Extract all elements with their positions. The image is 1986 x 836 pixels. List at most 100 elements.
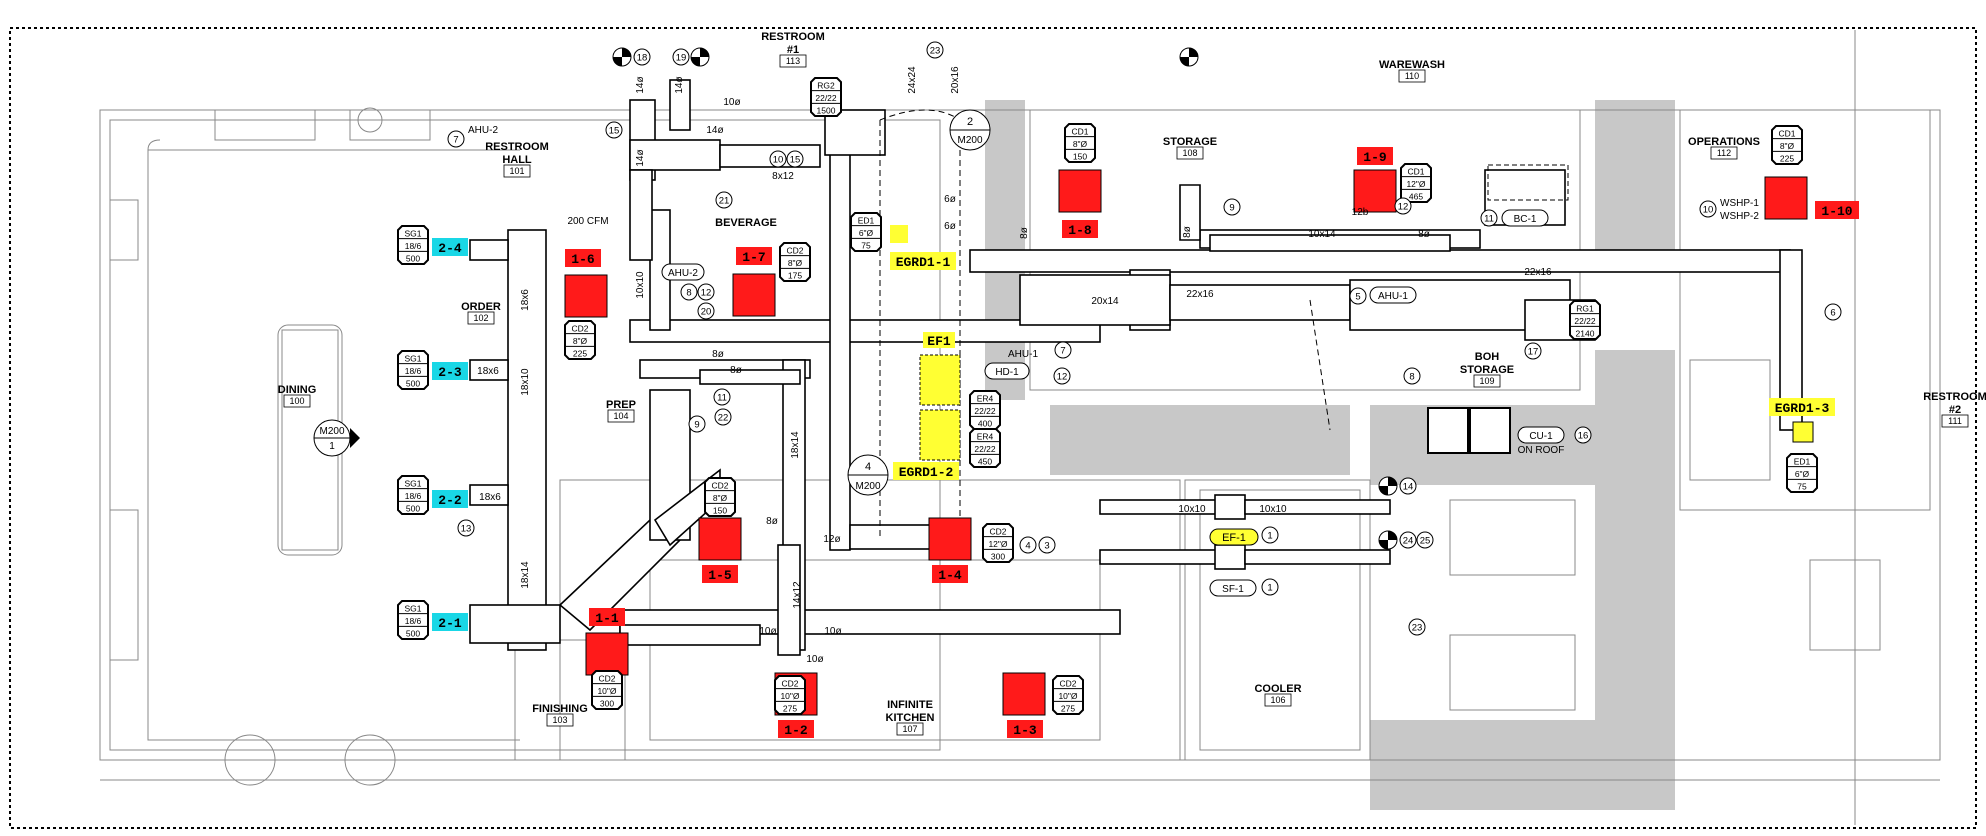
svg-text:102: 102 (473, 313, 488, 323)
svg-text:500: 500 (406, 629, 420, 639)
duct-size-d8c: 8ø (712, 349, 724, 360)
svg-text:M200: M200 (319, 426, 344, 437)
target-symbol (1378, 530, 1398, 550)
svg-text:4: 4 (1025, 541, 1030, 552)
svg-text:HALL: HALL (502, 154, 532, 166)
duct-size-d8e: 8ø (766, 516, 778, 527)
svg-text:110: 110 (1405, 71, 1419, 81)
keynote-circle: 15 (786, 150, 804, 168)
svg-text:FINISHING: FINISHING (532, 703, 588, 715)
duct-size-d10c: 10ø (824, 626, 841, 637)
zone-tag: 1-8 (1068, 223, 1092, 238)
sf-1-label: SF-1 (1222, 584, 1244, 595)
svg-text:465: 465 (1409, 192, 1423, 202)
egrd1-2-tag: EGRD1-2 (899, 465, 954, 480)
duct-size-d8x12: 8x12 (772, 171, 794, 182)
svg-text:ER4: ER4 (977, 393, 994, 403)
ef1-tag: EF1 (927, 334, 951, 349)
egrd1-1-tag: EGRD1-1 (896, 255, 951, 270)
zone-tag: 1-7 (742, 250, 765, 265)
svg-text:175: 175 (788, 271, 802, 281)
duct-size-d18x6b: 18x6 (477, 366, 499, 377)
svg-text:CD2: CD2 (598, 673, 615, 683)
duct-size-d10x10a: 10x10 (635, 271, 646, 299)
target-symbol (1378, 476, 1398, 496)
svg-text:275: 275 (1061, 704, 1075, 714)
svg-text:4: 4 (865, 461, 871, 473)
zone-tag: 1-2 (784, 723, 808, 738)
svg-text:10"Ø: 10"Ø (1058, 691, 1077, 701)
duct-size-d22x16a: 22x16 (1524, 267, 1552, 278)
svg-text:3: 3 (1044, 541, 1049, 552)
svg-text:150: 150 (1073, 152, 1087, 162)
svg-text:SG1: SG1 (404, 603, 421, 613)
svg-text:300: 300 (991, 552, 1005, 562)
zone-tag-2-1: 2-1 (432, 613, 468, 631)
keynote-circle: 8 (1403, 367, 1421, 385)
svg-text:8"Ø: 8"Ø (1073, 139, 1088, 149)
vav-box-1-6: 1-6 (564, 249, 608, 318)
svg-text:18/6: 18/6 (405, 491, 422, 501)
duct-size-d14d: 14ø (635, 149, 646, 166)
keynote-circle: 16 (1574, 426, 1592, 444)
wshp-2-label: WSHP-2 (1720, 211, 1759, 222)
svg-text:8"Ø: 8"Ø (573, 336, 588, 346)
svg-text:150: 150 (713, 506, 727, 516)
svg-text:75: 75 (1797, 482, 1807, 492)
svg-text:6: 6 (1830, 308, 1835, 319)
vav-box-1-4: 1-4 (928, 517, 972, 583)
zone-tag: 1-5 (708, 568, 732, 583)
vav-box-1-7: 1-7 (732, 247, 776, 317)
duct-size-d8f: 8ø (1019, 227, 1030, 239)
svg-text:BOH: BOH (1475, 351, 1500, 363)
keynote-circle: 8 (680, 283, 698, 301)
svg-text:500: 500 (406, 504, 420, 514)
duct-size-d14b: 14ø (674, 76, 685, 93)
svg-text:75: 75 (861, 241, 871, 251)
svg-text:CD1: CD1 (1778, 128, 1795, 138)
keynote-circle: 11 (1480, 209, 1498, 227)
svg-text:RESTROOM: RESTROOM (761, 31, 825, 43)
svg-text:22/22: 22/22 (974, 444, 996, 454)
duct-size-d10x10b: 10x10 (1178, 504, 1206, 515)
svg-text:275: 275 (783, 704, 797, 714)
duct-size-d22x16b: 22x16 (1186, 289, 1214, 300)
svg-text:450: 450 (978, 457, 992, 467)
svg-text:CD1: CD1 (1071, 126, 1088, 136)
svg-text:12: 12 (701, 288, 712, 299)
svg-text:INFINITE: INFINITE (887, 699, 933, 711)
svg-text:106: 106 (1270, 695, 1285, 705)
svg-text:100: 100 (289, 396, 304, 406)
svg-text:2-2: 2-2 (438, 493, 462, 508)
duct-size-d18x10: 18x10 (520, 368, 531, 396)
keynote-circle: 17 (1524, 342, 1542, 360)
keynote-circle: 19 (672, 48, 690, 66)
yellow-tags: EGRD1-1 EGRD1-2 EGRD1-3 EF1 EF-1 (890, 225, 1835, 546)
zone-tag-2-2: 2-2 (432, 490, 468, 508)
svg-text:2-3: 2-3 (438, 365, 462, 380)
target-symbol (612, 47, 632, 67)
svg-text:BEVERAGE: BEVERAGE (715, 217, 777, 229)
duct-size-d8a: 8ø (1418, 229, 1430, 240)
svg-text:22/22: 22/22 (1574, 316, 1596, 326)
svg-text:ER4: ER4 (977, 431, 994, 441)
ahu-1-label: AHU-1 (1378, 291, 1408, 302)
svg-text:113: 113 (786, 56, 800, 66)
duct-size-d14c: 14ø (706, 125, 723, 136)
svg-text:WAREWASH: WAREWASH (1379, 59, 1445, 71)
duct-size-d8b: 8ø (1182, 226, 1193, 238)
svg-text:2-1: 2-1 (438, 616, 462, 631)
zone-tag-2-4: 2-4 (432, 238, 468, 256)
svg-text:8"Ø: 8"Ø (788, 258, 803, 268)
keynote-circle: 23 (926, 41, 944, 59)
svg-text:25: 25 (1420, 536, 1431, 547)
svg-text:CD2: CD2 (781, 678, 798, 688)
